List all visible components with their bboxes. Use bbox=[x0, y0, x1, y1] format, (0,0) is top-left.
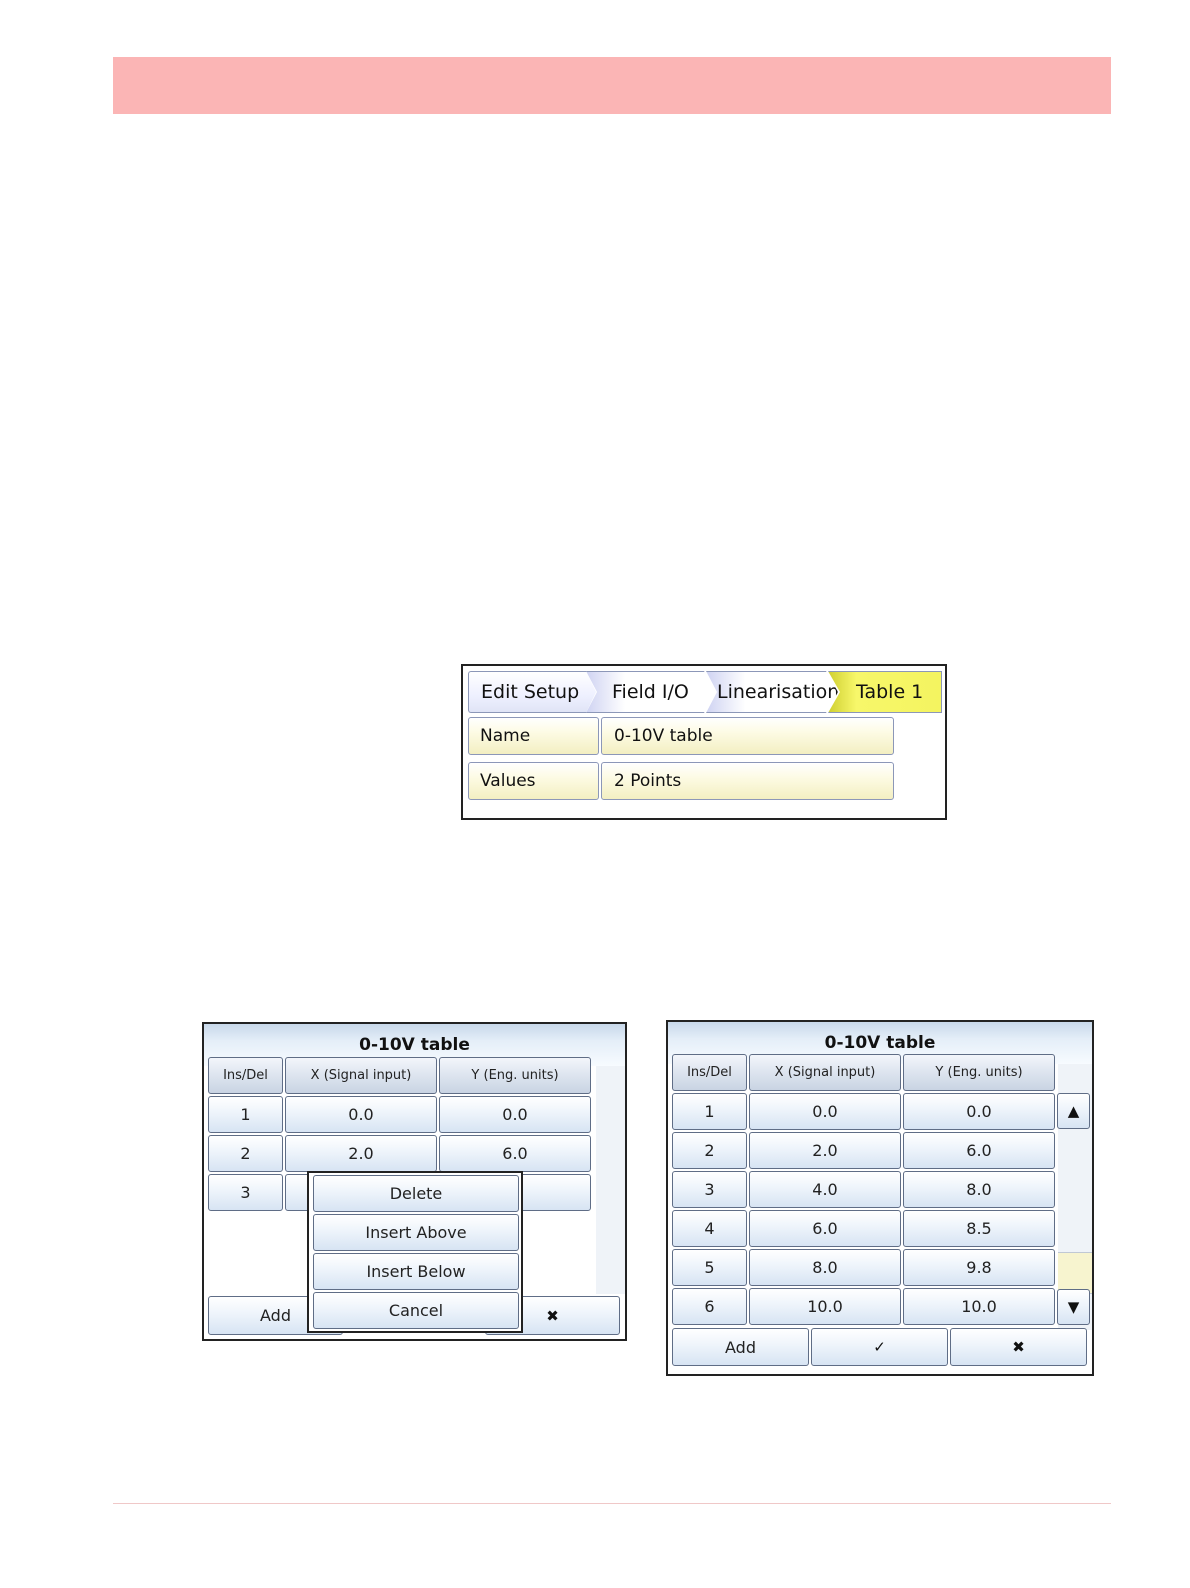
header-y-eng-units: Y (Eng. units) bbox=[439, 1057, 591, 1094]
name-field[interactable]: 0-10V table bbox=[601, 717, 894, 755]
y-value-cell[interactable]: 8.0 bbox=[903, 1171, 1055, 1208]
close-icon: ✖ bbox=[546, 1306, 559, 1325]
y-value-cell[interactable]: 6.0 bbox=[903, 1132, 1055, 1169]
cancel-button[interactable]: ✖ bbox=[950, 1328, 1087, 1366]
header-y-eng-units: Y (Eng. units) bbox=[903, 1054, 1055, 1091]
row-index-button[interactable]: 3 bbox=[208, 1174, 283, 1211]
y-value-cell[interactable]: 0.0 bbox=[439, 1096, 591, 1133]
header-x-signal-input: X (Signal input) bbox=[285, 1057, 437, 1094]
triangle-down-icon: ▼ bbox=[1067, 1298, 1080, 1316]
menu-item-insert-above[interactable]: Insert Above bbox=[313, 1214, 519, 1251]
confirm-button[interactable]: ✓ bbox=[811, 1328, 948, 1366]
header-ins-del: Ins/Del bbox=[672, 1054, 747, 1091]
row-index-button[interactable]: 1 bbox=[208, 1096, 283, 1133]
row-index-button[interactable]: 4 bbox=[672, 1210, 747, 1247]
y-value-cell[interactable]: 8.5 bbox=[903, 1210, 1055, 1247]
row-action-menu: Delete Insert Above Insert Below Cancel bbox=[307, 1171, 523, 1333]
x-value-cell[interactable]: 4.0 bbox=[749, 1171, 901, 1208]
header-x-signal-input: X (Signal input) bbox=[749, 1054, 901, 1091]
breadcrumb-edit-setup[interactable]: Edit Setup bbox=[468, 671, 596, 713]
menu-item-cancel[interactable]: Cancel bbox=[313, 1292, 519, 1329]
page-header-band bbox=[113, 57, 1111, 114]
x-value-cell[interactable]: 10.0 bbox=[749, 1288, 901, 1325]
row-index-button[interactable]: 1 bbox=[672, 1093, 747, 1130]
row-index-button[interactable]: 5 bbox=[672, 1249, 747, 1286]
breadcrumb: Edit Setup Field I/O Linearisation Table… bbox=[468, 671, 942, 713]
breadcrumb-field-io[interactable]: Field I/O bbox=[586, 671, 716, 713]
breadcrumb-table-1[interactable]: Table 1 bbox=[828, 671, 942, 713]
row-index-button[interactable]: 2 bbox=[672, 1132, 747, 1169]
x-value-cell[interactable]: 0.0 bbox=[285, 1096, 437, 1133]
table-screen-with-menu: 0-10V table Ins/Del X (Signal input) Y (… bbox=[202, 1022, 627, 1341]
x-value-cell[interactable]: 2.0 bbox=[749, 1132, 901, 1169]
x-value-cell[interactable]: 8.0 bbox=[749, 1249, 901, 1286]
close-icon: ✖ bbox=[1012, 1338, 1025, 1356]
menu-item-insert-below[interactable]: Insert Below bbox=[313, 1253, 519, 1290]
y-value-cell[interactable]: 9.8 bbox=[903, 1249, 1055, 1286]
scroll-up-button[interactable]: ▲ bbox=[1057, 1093, 1090, 1129]
scrollbar-thumb[interactable] bbox=[1058, 1252, 1092, 1294]
y-value-cell[interactable]: 10.0 bbox=[903, 1288, 1055, 1325]
x-value-cell[interactable]: 6.0 bbox=[749, 1210, 901, 1247]
x-value-cell[interactable]: 2.0 bbox=[285, 1135, 437, 1172]
values-label: Values bbox=[468, 762, 599, 800]
y-value-cell[interactable]: 0.0 bbox=[903, 1093, 1055, 1130]
triangle-up-icon: ▲ bbox=[1067, 1102, 1080, 1120]
x-value-cell[interactable]: 0.0 bbox=[749, 1093, 901, 1130]
row-index-button[interactable]: 2 bbox=[208, 1135, 283, 1172]
row-index-button[interactable]: 6 bbox=[672, 1288, 747, 1325]
breadcrumb-linearisation[interactable]: Linearisation bbox=[706, 671, 838, 713]
header-ins-del: Ins/Del bbox=[208, 1057, 283, 1094]
row-index-button[interactable]: 3 bbox=[672, 1171, 747, 1208]
add-button[interactable]: Add bbox=[672, 1328, 809, 1366]
footer-rule bbox=[113, 1503, 1111, 1504]
setup-panel: Edit Setup Field I/O Linearisation Table… bbox=[461, 664, 947, 820]
table-screen-expanded: 0-10V table Ins/Del X (Signal input) Y (… bbox=[666, 1020, 1094, 1376]
y-value-cell[interactable]: 6.0 bbox=[439, 1135, 591, 1172]
name-label: Name bbox=[468, 717, 599, 755]
menu-item-delete[interactable]: Delete bbox=[313, 1175, 519, 1212]
values-field[interactable]: 2 Points bbox=[601, 762, 894, 800]
checkmark-icon: ✓ bbox=[873, 1338, 886, 1356]
scroll-down-button[interactable]: ▼ bbox=[1057, 1289, 1090, 1325]
